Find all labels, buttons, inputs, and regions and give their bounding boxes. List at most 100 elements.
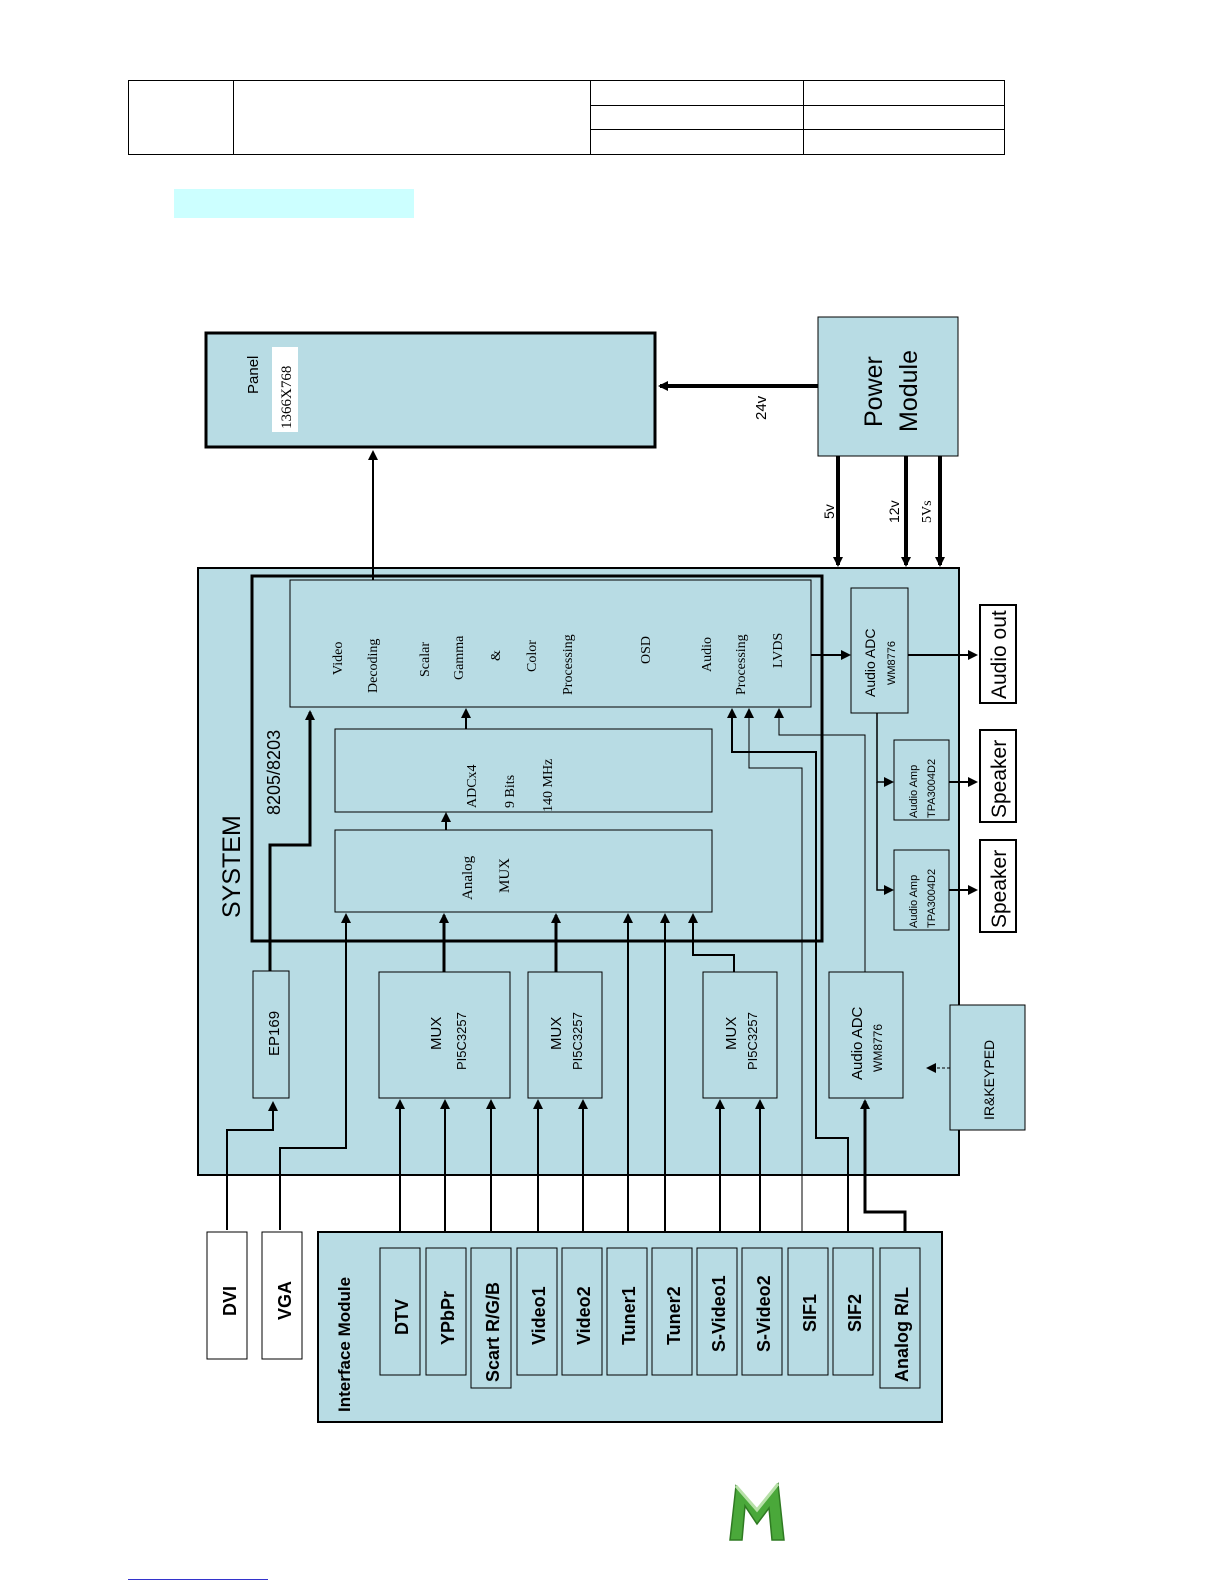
proc-ampersand: & [489, 650, 504, 661]
header-table [128, 80, 1005, 155]
port-box [651, 1247, 693, 1376]
ep169-block [252, 970, 290, 1099]
wire-ep169-to-proc [268, 710, 315, 971]
proc-processing2: Processing [734, 634, 749, 695]
interface-module-title: Interface Module [335, 1277, 354, 1412]
wire-sif1 [744, 708, 803, 1232]
panel-title: Panel [245, 356, 262, 394]
dvi-block [206, 1231, 248, 1360]
chip-label: 8205/8203 [264, 730, 284, 815]
panel-resolution: 1366X768 [279, 366, 295, 429]
audio-adc-top-line2: WM8776 [886, 641, 898, 685]
proc-decoding: Decoding [366, 639, 381, 693]
port-label: Video2 [574, 1286, 594, 1345]
proc-gamma: Gamma [452, 635, 467, 680]
mux3-block [702, 971, 778, 1099]
wire-audio-adc-to-proc [774, 708, 866, 972]
mux1-line1: MUX [428, 1017, 445, 1050]
ep169-label: EP169 [266, 1011, 283, 1056]
port-label: Scart R/G/B [483, 1282, 503, 1382]
audio-adc-bottom-block [828, 971, 904, 1099]
port-box [832, 1247, 874, 1376]
port-label: SIF2 [845, 1294, 865, 1332]
header-cell-logo [128, 80, 234, 155]
proc-processing: Processing [561, 634, 576, 695]
label-5v: 5v [821, 504, 837, 519]
mux3-line2: PI5C3257 [745, 1012, 760, 1070]
audio-adc-bottom-line1: Audio ADC [849, 1006, 866, 1080]
power-module-block [817, 316, 959, 457]
chip-8205-block [250, 574, 824, 943]
dvi-label: DVI [220, 1286, 240, 1316]
audio-adc-top-block [850, 587, 909, 714]
port-label: S-Video1 [709, 1275, 729, 1352]
port-box [561, 1247, 603, 1376]
audio-amp1-block [893, 739, 950, 821]
header-cell [803, 104, 1005, 131]
mux1-block [378, 971, 511, 1099]
vga-block [261, 1231, 303, 1360]
company-logo [729, 1482, 785, 1541]
arrow-mux3-out [688, 913, 735, 972]
system-title: SYSTEM [218, 815, 246, 918]
mux2-line2: PI5C3257 [570, 1012, 585, 1070]
audio-adc-top-line1: Audio ADC [862, 629, 878, 697]
port-box [741, 1247, 783, 1376]
port-box [425, 1247, 467, 1376]
proc-audio: Audio [700, 637, 715, 672]
port-box [516, 1247, 558, 1376]
port-box [787, 1247, 829, 1376]
label-24v: 24v [753, 395, 770, 420]
port-label: Tuner1 [619, 1286, 639, 1345]
port-box [606, 1247, 648, 1376]
port-label: SIF1 [800, 1294, 820, 1332]
mux3-line1: MUX [723, 1017, 740, 1050]
proc-video: Video [331, 642, 346, 675]
panel-resolution-bg [272, 347, 298, 432]
speaker2-label: Speaker [988, 850, 1011, 928]
wire-analog-rl [860, 1099, 907, 1232]
analog-mux-line2: MUX [497, 858, 513, 893]
ir-keyped-block [949, 1004, 1026, 1131]
section-heading-highlight [174, 189, 414, 218]
header-cell-title [233, 80, 591, 155]
audio-out-label: Audio out [988, 610, 1011, 699]
speaker2-block [979, 839, 1017, 933]
mux2-block [527, 971, 603, 1099]
power-module-line2: Module [895, 350, 923, 432]
adc-line1: ADCx4 [465, 764, 480, 808]
proc-osd: OSD [639, 636, 654, 664]
mux1-line2: PI5C3257 [454, 1012, 469, 1070]
label-5vs: 5Vs [920, 500, 935, 523]
speaker1-block [979, 729, 1017, 823]
proc-scalar: Scalar [418, 642, 433, 677]
wire-sif2 [727, 708, 849, 1232]
port-box [879, 1247, 921, 1389]
label-12v: 12v [886, 500, 902, 523]
port-label: YPbPr [438, 1291, 458, 1345]
interface-ports: DTV YPbPr Scart R/G/B Video1 Video2 Tune… [379, 1247, 921, 1389]
port-label: Tuner2 [664, 1286, 684, 1345]
header-cell [590, 129, 804, 155]
port-box [470, 1247, 512, 1389]
footer-rule [128, 1579, 268, 1580]
port-label: Analog R/L [892, 1287, 912, 1382]
analog-mux-block [334, 829, 713, 913]
wire-dvi [226, 1101, 278, 1230]
mux2-line1: MUX [548, 1017, 565, 1050]
proc-color: Color [525, 640, 540, 672]
port-label: S-Video2 [754, 1275, 774, 1352]
audio-amp1-line1: Audio Amp [908, 765, 920, 818]
audio-amp2-block [893, 849, 950, 931]
adc-line2: 9 Bits [503, 775, 518, 808]
adc-line3: 140 MHz [541, 759, 556, 812]
wire-adc-to-amp2 [876, 782, 894, 895]
audio-amp2-line1: Audio Amp [908, 875, 920, 928]
speaker1-label: Speaker [988, 740, 1011, 818]
port-box [379, 1247, 421, 1376]
processing-block [289, 579, 812, 708]
audio-amp2-line2: TPA3004D2 [926, 869, 938, 928]
vga-label: VGA [275, 1281, 295, 1320]
header-cell [803, 129, 1005, 155]
power-module-line1: Power [860, 356, 888, 427]
